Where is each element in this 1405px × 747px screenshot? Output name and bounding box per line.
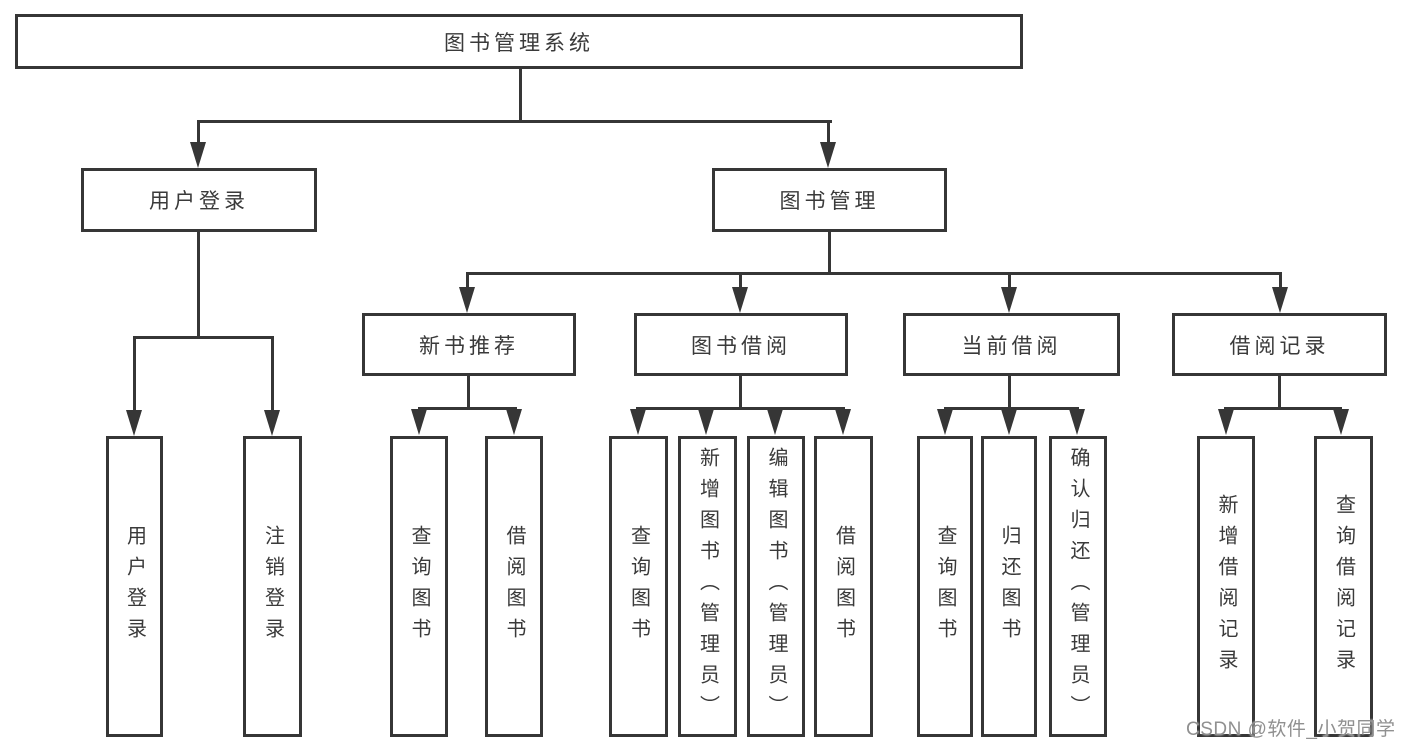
leaf-query-books: 查询图书 (609, 436, 668, 737)
arrow-down-icon (698, 409, 714, 435)
connector-recommend-branch (418, 407, 517, 410)
connector-root-branch (197, 120, 832, 123)
csdn-watermark: CSDN @软件_小贺同学 (1186, 719, 1396, 740)
node-user-login-label: 用户登录 (149, 190, 249, 213)
leaf-label: 确认归还（管理员） (1067, 447, 1089, 726)
leaf-add-books-admin: 新增图书（管理员） (678, 436, 737, 737)
node-root: 图书管理系统 (15, 14, 1023, 69)
connector-drop-current (1008, 272, 1011, 289)
leaf-edit-books-admin: 编辑图书（管理员） (747, 436, 805, 737)
arrow-down-icon (459, 287, 475, 313)
leaf-add-borrow-record: 新增借阅记录 (1197, 436, 1255, 737)
leaf-label: 注销登录 (261, 524, 284, 649)
leaf-label: 用户登录 (123, 524, 146, 649)
leaf-query-books: 查询图书 (917, 436, 973, 737)
arrow-down-icon (1272, 287, 1288, 313)
connector-login-branch (133, 336, 274, 339)
connector-records-branch (1224, 407, 1342, 410)
connector-drop-leaf (133, 336, 136, 412)
node-user-login: 用户登录 (81, 168, 317, 232)
connector-management-stem (828, 232, 831, 272)
leaf-label: 借阅图书 (503, 524, 525, 649)
connector-drop-book-management (827, 120, 830, 146)
connector-drop-records (1279, 272, 1282, 289)
arrow-down-icon (411, 409, 427, 435)
node-current-borrow: 当前借阅 (903, 313, 1120, 376)
node-new-book-recommend-label: 新书推荐 (419, 334, 519, 358)
leaf-return-books: 归还图书 (981, 436, 1037, 737)
connector-current-branch (944, 407, 1079, 410)
connector-drop-recommend (466, 272, 469, 289)
connector-drop-user-login (197, 120, 200, 146)
connector-records-stem (1278, 376, 1281, 407)
connector-recommend-stem (467, 376, 470, 407)
leaf-logout: 注销登录 (243, 436, 302, 737)
arrow-down-icon (767, 409, 783, 435)
connector-root-stem (519, 69, 522, 120)
connector-drop-borrow (739, 272, 742, 289)
connector-drop-leaf (271, 336, 274, 412)
leaf-borrow-books: 借阅图书 (814, 436, 873, 737)
leaf-confirm-return-admin: 确认归还（管理员） (1049, 436, 1107, 737)
leaf-label: 归还图书 (998, 524, 1020, 649)
leaf-label: 新增借阅记录 (1215, 493, 1237, 680)
node-current-borrow-label: 当前借阅 (961, 334, 1062, 358)
node-root-label: 图书管理系统 (444, 31, 594, 55)
leaf-label: 查询图书 (934, 524, 956, 649)
leaf-query-books: 查询图书 (390, 436, 448, 737)
node-book-management-label: 图书管理 (779, 190, 880, 213)
node-book-management: 图书管理 (712, 168, 947, 232)
arrow-down-icon (820, 142, 836, 168)
connector-current-stem (1008, 376, 1011, 407)
connector-management-branch (466, 272, 1282, 275)
node-book-borrow-label: 图书借阅 (691, 334, 791, 358)
arrow-down-icon (190, 142, 206, 168)
node-borrow-records-label: 借阅记录 (1229, 334, 1330, 358)
leaf-label: 查询借阅记录 (1332, 493, 1355, 680)
leaf-borrow-books: 借阅图书 (485, 436, 543, 737)
arrow-down-icon (1001, 409, 1017, 435)
leaf-label: 借阅图书 (832, 524, 855, 649)
node-borrow-records: 借阅记录 (1172, 313, 1387, 376)
arrow-down-icon (630, 409, 646, 435)
leaf-user-login: 用户登录 (106, 436, 163, 737)
arrow-down-icon (264, 410, 280, 436)
arrow-down-icon (937, 409, 953, 435)
arrow-down-icon (126, 410, 142, 436)
connector-login-stem (197, 232, 200, 336)
leaf-label: 查询图书 (627, 524, 650, 649)
leaf-label: 查询图书 (408, 524, 430, 649)
arrow-down-icon (1333, 409, 1349, 435)
leaf-label: 新增图书（管理员） (696, 447, 719, 726)
arrow-down-icon (506, 409, 522, 435)
node-new-book-recommend: 新书推荐 (362, 313, 576, 376)
leaf-label: 编辑图书（管理员） (765, 447, 787, 726)
connector-borrow-branch (636, 407, 845, 410)
arrow-down-icon (1001, 287, 1017, 313)
arrow-down-icon (835, 409, 851, 435)
arrow-down-icon (732, 287, 748, 313)
connector-borrow-stem (739, 376, 742, 407)
arrow-down-icon (1069, 409, 1085, 435)
arrow-down-icon (1218, 409, 1234, 435)
node-book-borrow: 图书借阅 (634, 313, 848, 376)
leaf-query-borrow-record: 查询借阅记录 (1314, 436, 1373, 737)
